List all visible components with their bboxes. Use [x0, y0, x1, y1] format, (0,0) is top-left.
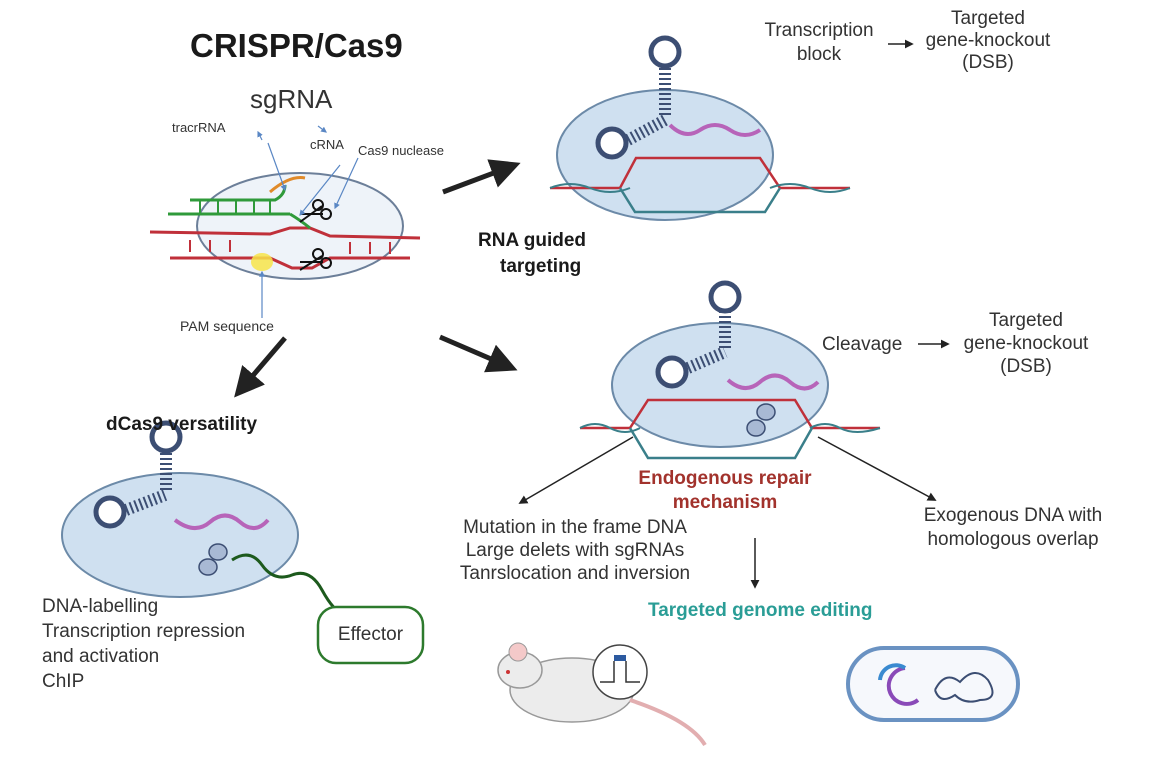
tracrrna-label: tracrRNA: [172, 120, 226, 135]
crispr-complex-icon: [149, 125, 421, 318]
crna-label: cRNA: [310, 137, 344, 152]
dcas9-use-3: and activation: [42, 646, 160, 667]
repair-line2: mechanism: [672, 492, 778, 513]
transcription-block-line2: block: [796, 44, 842, 65]
knockout-top-1: Targeted: [951, 8, 1025, 29]
scissors-icon: [299, 199, 332, 271]
dcas9-complex: [61, 420, 346, 617]
genome-editing-label: Targeted genome editing: [648, 600, 873, 621]
cleavage-complex: [579, 280, 881, 460]
diagram-title: CRISPR/Cas9: [190, 27, 403, 64]
repair-line1: Endogenous repair: [638, 468, 812, 489]
exogenous-line-2: homologous overlap: [927, 529, 1099, 550]
dcas9-use-1: DNA-labelling: [42, 596, 159, 617]
dcas9-title: dCas9 versatility: [106, 414, 258, 435]
pam-label: PAM sequence: [180, 318, 274, 334]
effector-box: [316, 605, 425, 665]
mutation-line-2: Large delets with sgRNAs: [465, 540, 685, 561]
cleavage-label: Cleavage: [822, 334, 903, 355]
mutation-line-1: Mutation in the frame DNA: [463, 517, 687, 538]
mutation-line-3: Tanrslocation and inversion: [459, 563, 691, 584]
dcas9-use-2: Transcription repression: [42, 621, 246, 642]
effector-label: Effector: [337, 624, 404, 645]
sgrna-label: sgRNA: [250, 84, 333, 114]
bacterium-icon: [846, 646, 1020, 722]
mouse-icon: [497, 642, 707, 747]
rna-guided-line2: targeting: [500, 256, 582, 277]
cas9-label: Cas9 nuclease: [358, 143, 444, 158]
transcription-block-line1: Transcription: [764, 20, 874, 41]
dcas9-use-4: ChIP: [42, 671, 85, 692]
knockout-mid-3: (DSB): [1000, 356, 1052, 377]
knockout-top-2: gene-knockout: [925, 30, 1051, 51]
rna-targeting-complex: [549, 35, 851, 221]
exogenous-line-1: Exogenous DNA with: [923, 505, 1103, 526]
rna-guided-line1: RNA guided: [478, 230, 587, 251]
knockout-mid-1: Targeted: [989, 310, 1063, 331]
knockout-top-3: (DSB): [962, 52, 1014, 73]
knockout-mid-2: gene-knockout: [963, 333, 1089, 354]
